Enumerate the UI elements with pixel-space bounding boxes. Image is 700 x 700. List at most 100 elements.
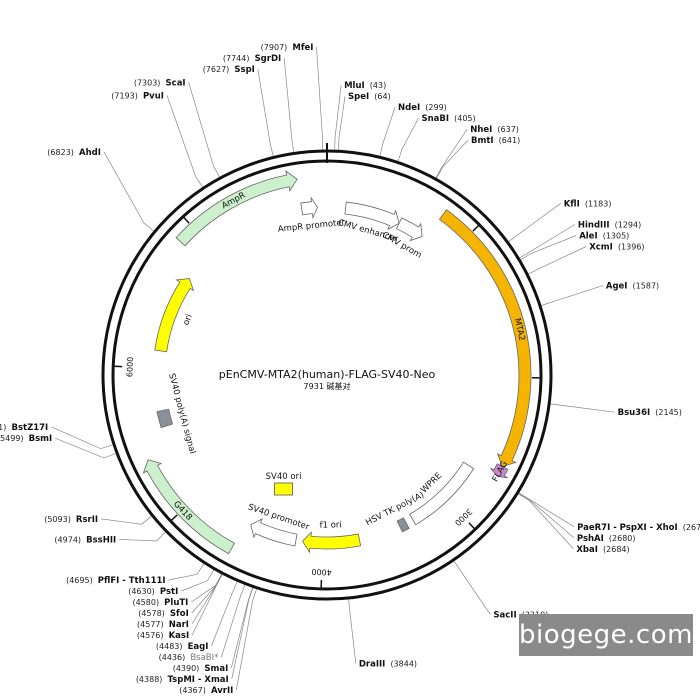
site-bmti-label: BmtI (641) [471,136,520,146]
site-ahdi-position: (6823) [47,148,74,157]
site-eagi-position: (4483) [156,642,183,651]
site-avrii-leader [235,588,257,691]
site-sgrdi-label: (7744) SgrDI [223,54,281,64]
site-pluti-position: (4580) [132,598,159,607]
site-mfei-name: MfeI [292,43,313,53]
site-draiii-name: DraIII [359,660,385,670]
site-sspi-name: SspI [234,65,254,75]
site-rsrii-label: (5093) RsrII [44,515,98,525]
site-ndei-name: NdeI [398,103,420,113]
ampr-promoter-feature [300,196,319,220]
site-bstz17i-label: (5551) BstZ17I [0,423,48,433]
site-ndei-label: NdeI (299) [398,103,447,113]
site-xcmi-leader [527,246,587,275]
site-alei-name: AleI [579,231,597,241]
site-pshai-leader [518,492,575,539]
site-psti-leader [181,569,215,592]
site-sfoi-leader [191,573,223,614]
site-nari-position: (4577) [137,620,164,629]
sv40-promoter-feature [250,518,298,547]
site-sacii-name: SacII [493,611,516,621]
tick-mark [472,224,480,232]
site-bsu36i-position: (2145) [655,408,682,417]
site-sgrdi-position: (7744) [223,54,250,63]
cmv-enhancer-feature [344,201,400,231]
site-pflfi-tth111i-position: (4695) [66,576,93,585]
site-snabi-position: (405) [454,114,476,123]
tick-mark [170,514,178,521]
site-bsmi-name: BsmI [29,434,53,444]
site-xbai-position: (2684) [603,545,630,554]
site-kfli-position: (1183) [585,199,612,208]
g418-feature [142,459,236,555]
site-ahdi-name: AhdI [79,148,101,158]
site-bsshii-position: (4974) [54,535,81,544]
site-tspmi-xmai-position: (4388) [136,675,163,684]
site-sgrdi-leader [283,58,295,153]
site-xbai-leader [517,493,574,550]
site-mfei-label: (7907) MfeI [261,43,314,53]
site-psti-label: (4630) PstI [128,587,178,597]
site-paer7i-pspxi-xhoi-label: PaeR7I - PspXI - XhoI (2678) [577,523,700,533]
site-mlui-leader [334,85,342,151]
site-agei-name: AgeI [606,282,628,292]
site-bmti-name: BmtI [471,136,494,146]
backbone-ring [101,143,553,601]
site-rsrii-position: (5093) [44,515,71,524]
site-pshai-label: PshAI (2680) [577,534,636,544]
site-eagi-leader [211,581,238,647]
site-bsmi-label: (5499) BsmI [0,434,52,444]
site-mfei-leader [316,47,324,151]
site-xcmi-label: XcmI (1396) [589,242,644,252]
site-nari-name: NarI [169,620,189,630]
sv40-poly-a-signal-label: SV40 poly(A) signal [166,372,197,455]
site-sspi-position: (7627) [203,65,230,74]
site-snabi-leader [397,118,419,162]
site-bsu36i-name: Bsu36I [618,408,651,418]
site-bsshii-label: (4974) BssHII [54,535,116,545]
plasmid-title: pEnCMV-MTA2(human)-FLAG-SV40-Neo [219,368,436,381]
site-ahdi-label: (6823) AhdI [47,148,101,158]
tick-mark [468,522,476,530]
tick-label: 4000 [311,567,332,577]
site-sgrdi-name: SgrDI [255,54,282,64]
site-eagi-name: EagI [188,642,209,652]
site-alei-position: (1305) [603,231,630,240]
site-draiii-label: DraIII (3844) [359,660,417,670]
site-bstz17i-position: (5551) [0,423,6,432]
site-agei-position: (1587) [633,282,660,291]
site-tspmi-xmai-name: TspMI - XmaI [168,675,229,685]
site-pvui-name: PvuI [143,91,164,101]
site-snabi-label: SnaBI (405) [421,114,475,124]
restriction-sites: MluI (43)SpeI (64)NdeI (299)SnaBI (405)N… [0,43,700,696]
site-paer7i-pspxi-xhoi-name: PaeR7I - PspXI - XhoI [577,523,678,533]
site-pflfi-tth111i-name: PflFI - Tth111I [98,576,166,586]
sv40-poly-a-signal-feature [156,408,174,429]
site-hindiii-label: HindIII (1294) [578,220,641,230]
site-avrii-position: (4367) [179,686,206,695]
site-hindiii-position: (1294) [615,220,642,229]
flag-feature [490,463,509,479]
site-bsabi-name: BsaBI* [190,653,218,663]
site-mlui-label: MluI (43) [344,81,386,91]
site-xcmi-name: XcmI [589,242,613,252]
site-agei-label: AgeI (1587) [606,282,659,292]
site-mlui-position: (43) [370,81,386,90]
site-smai-position: (4390) [173,664,200,673]
f1-ori-label: f1 ori [319,520,341,531]
site-smai-leader [230,587,254,669]
site-avrii-name: AvrII [211,686,233,696]
site-nhei-label: NheI (637) [470,125,519,135]
wpre-feature [409,461,475,526]
site-bsabi-position: (4436) [159,653,186,662]
site-bmti-position: (641) [499,136,521,145]
site-bsshii-name: BssHII [86,535,116,545]
site-draiii-leader [348,598,357,664]
plasmid-size: 7931 碱基对 [304,381,351,391]
site-tspmi-xmai-label: (4388) TspMI - XmaI [136,675,229,685]
site-sacii-leader [453,560,491,615]
sv40-ori-feature [274,482,293,496]
site-paer7i-pspxi-xhoi-position: (2678) [683,523,700,532]
